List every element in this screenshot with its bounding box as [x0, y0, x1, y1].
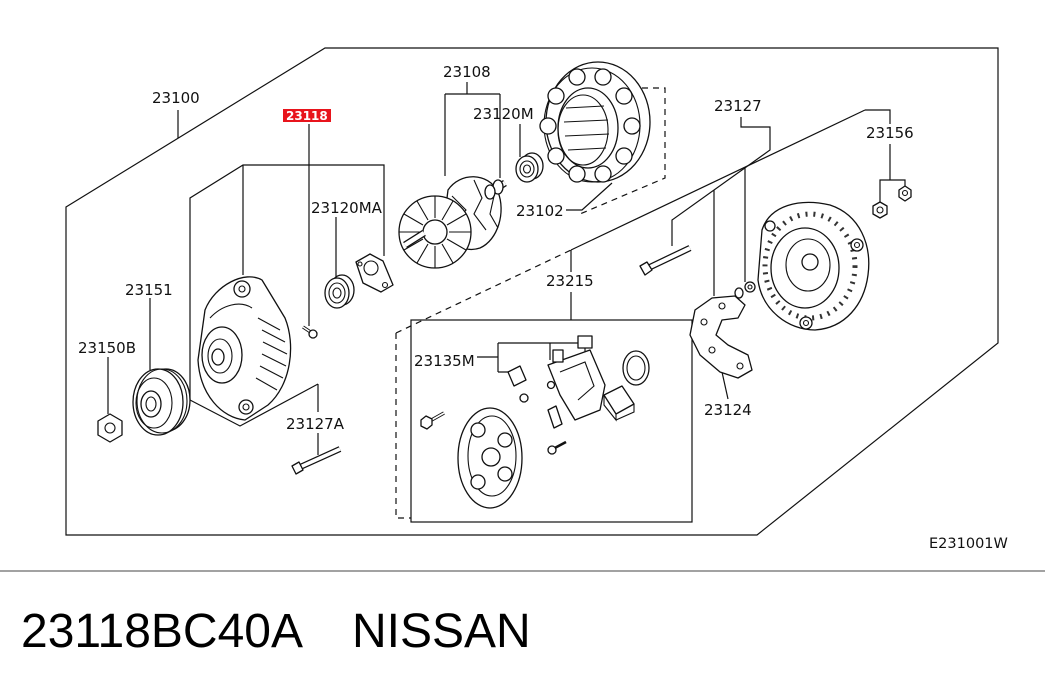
leader-lines	[107, 82, 906, 455]
label-23151: 23151	[125, 281, 173, 299]
bracket-part	[689, 295, 753, 379]
footer-part-number: 23118BC40A	[21, 605, 303, 658]
label-23120M: 23120M	[473, 105, 534, 123]
leader-23156	[865, 109, 906, 202]
rear-bearing-part	[515, 152, 544, 183]
footer-brand: NISSAN	[352, 605, 531, 658]
callout-labels: 23100 23118 23108 23120M 23127 23156 231…	[78, 63, 1008, 552]
seal-ring	[622, 350, 650, 386]
label-23120MA: 23120MA	[311, 199, 383, 217]
small-screw-2	[546, 380, 556, 390]
rear-cover-part	[757, 201, 870, 331]
nuts-part	[872, 185, 912, 219]
brush-holder	[547, 335, 606, 421]
through-bolt-part	[639, 245, 692, 276]
leader-23124	[721, 371, 729, 400]
brush-2	[547, 405, 563, 429]
pulley-part	[132, 368, 191, 436]
label-23102: 23102	[516, 202, 564, 220]
label-23156: 23156	[866, 124, 914, 142]
front-group-bracket	[189, 164, 385, 427]
label-23150B: 23150B	[78, 339, 136, 357]
leader-23108	[444, 82, 501, 178]
stator-group-boundary	[579, 87, 666, 215]
front-housing-part	[197, 276, 292, 421]
highlight-box	[283, 109, 331, 122]
rear-group-diagonal	[570, 109, 866, 251]
leader-23102	[566, 182, 613, 211]
washer-part	[734, 281, 756, 299]
brush-assembly-parts	[420, 335, 650, 509]
label-23127A: 23127A	[286, 415, 345, 433]
label-23127: 23127	[714, 97, 762, 115]
diagram-code: E231001W	[929, 536, 1008, 552]
label-23100: 23100	[152, 89, 200, 107]
small-screw-1	[519, 393, 529, 403]
leader-23135M	[477, 342, 586, 373]
pulley-nut-part	[97, 413, 123, 443]
screw-part	[302, 325, 318, 339]
rotor-part	[398, 176, 507, 269]
brush-1	[507, 365, 527, 387]
regulator	[603, 385, 635, 422]
label-23135M: 23135M	[414, 352, 475, 370]
label-23215: 23215	[546, 272, 594, 290]
label-23108: 23108	[443, 63, 491, 81]
stator-part	[539, 61, 651, 183]
front-bolt-part	[291, 446, 342, 475]
front-bearing-part	[324, 274, 355, 309]
assembly-frame	[65, 47, 999, 536]
leader-23127	[671, 117, 771, 296]
brush-assembly-box	[410, 319, 693, 523]
label-23124: 23124	[704, 401, 752, 419]
rectifier-plate	[457, 407, 523, 509]
assembly-screw	[420, 411, 445, 430]
retainer-plate-part	[355, 253, 394, 293]
label-23118: 23118	[286, 109, 328, 123]
small-screw-3	[547, 440, 567, 455]
